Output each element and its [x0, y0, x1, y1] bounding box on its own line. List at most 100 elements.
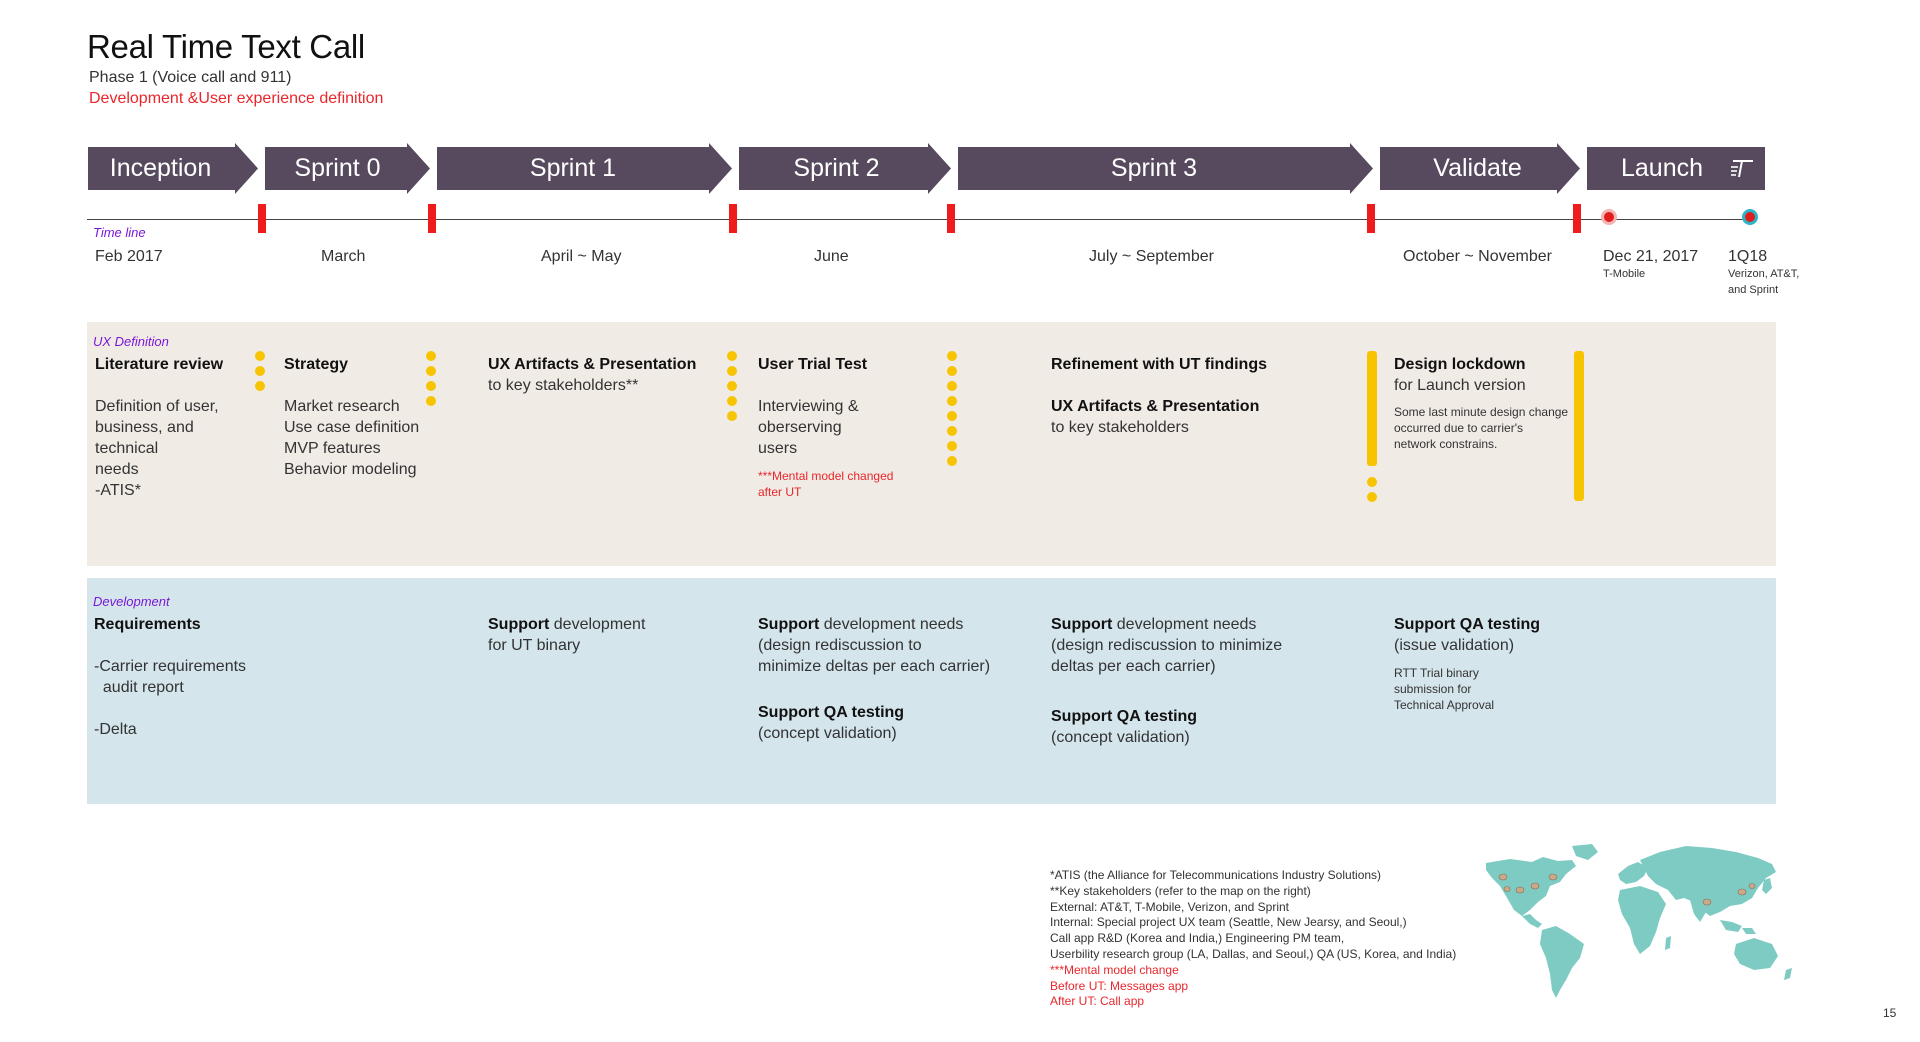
- date-1q18-sub2: and Sprint: [1728, 284, 1779, 296]
- launch-icon: [1729, 156, 1755, 180]
- cell-line: oberserving: [758, 419, 842, 436]
- cell-small-line: occurred due to carrier's: [1394, 421, 1524, 435]
- cell-heading: UX Artifacts & Presentation: [488, 356, 697, 373]
- date-1q18-sub1: Verizon, AT&T,: [1728, 268, 1800, 280]
- footnote-line: *ATIS (the Alliance for Telecommunicatio…: [1050, 868, 1382, 882]
- timeline-tick: [428, 204, 436, 233]
- cell-line: Behavior modeling: [284, 461, 417, 478]
- milestone-1q18: [1742, 209, 1758, 225]
- cell-heading: Refinement with UT findings: [1051, 356, 1267, 373]
- cell-line: (design rediscussion to minimize: [1051, 637, 1283, 654]
- support-bold: Support: [488, 616, 550, 633]
- timeline-tick: [729, 204, 737, 233]
- date-april-may: April ~ May: [541, 248, 622, 265]
- footnote-line-red: Before UT: Messages app: [1050, 978, 1189, 993]
- cell-line: for Launch version: [1394, 377, 1526, 394]
- divider-dots: [727, 351, 737, 426]
- cell-heading: Support QA testing: [758, 704, 905, 721]
- page-number: 15: [1883, 1006, 1897, 1020]
- support-bold: Support: [758, 616, 820, 633]
- phase-label: Sprint 3: [1110, 154, 1198, 182]
- ux-definition-panel: [87, 322, 1776, 566]
- cell-line: deltas per each carrier): [1051, 658, 1216, 675]
- cell-line: (issue validation): [1394, 637, 1515, 654]
- timeline-tick: [1573, 204, 1581, 233]
- cell-line: development: [549, 616, 646, 633]
- cell-line: audit report: [94, 679, 184, 696]
- cell-line: -ATIS*: [95, 482, 141, 499]
- phase-label: Sprint 1: [529, 154, 617, 182]
- development-panel: [87, 578, 1776, 804]
- cell-line: development needs: [819, 616, 964, 633]
- divider-dots: [1367, 477, 1377, 507]
- date-dec-21-2017: Dec 21, 2017: [1603, 248, 1699, 265]
- cell-line: to key stakeholders**: [488, 377, 639, 394]
- ux-definition-label: UX Definition: [93, 334, 169, 349]
- world-map: [1480, 840, 1800, 1025]
- cell-line: MVP features: [284, 440, 381, 457]
- footnote-line-red: After UT: Call app: [1050, 994, 1145, 1009]
- cell-line: Definition of user,: [95, 398, 219, 415]
- page-subtitle: Phase 1 (Voice call and 911): [89, 69, 292, 86]
- milestone-dec-2017: [1601, 209, 1617, 225]
- timeline-axis: [87, 219, 1743, 220]
- cell-line: -Delta: [94, 721, 137, 738]
- cell-heading: User Trial Test: [758, 356, 868, 373]
- footnote-line: Call app R&D (Korea and India,) Engineer…: [1050, 931, 1345, 946]
- phase-label: Validate: [1433, 154, 1522, 182]
- cell-line: (concept validation): [1051, 729, 1190, 746]
- cell-line: technical: [95, 440, 159, 457]
- divider-dots: [947, 351, 957, 471]
- phase-label: Launch: [1620, 154, 1704, 182]
- ux-refinement: Refinement with UT findings UX Artifacts…: [1051, 354, 1351, 438]
- dev-support-sprint3: Support development needs (design redisc…: [1051, 614, 1351, 748]
- ux-strategy: Strategy Market research Use case defini…: [284, 354, 454, 480]
- phase-sprint-0: Sprint 0: [265, 143, 430, 194]
- cell-line: needs: [95, 461, 139, 478]
- cell-heading: Literature review: [95, 356, 224, 373]
- date-july-september: July ~ September: [1089, 248, 1214, 265]
- cell-line: development needs: [1112, 616, 1257, 633]
- ux-user-trial-test: User Trial Test Interviewing & oberservi…: [758, 354, 938, 500]
- phase-sprint-3: Sprint 3: [958, 143, 1373, 194]
- phase-launch: Launch: [1587, 143, 1765, 194]
- cell-line: for UT binary: [488, 637, 581, 654]
- dev-support-ut-binary: Support development for UT binary: [488, 614, 708, 656]
- phase-inception: Inception: [88, 143, 258, 194]
- cell-line: -Carrier requirements: [94, 658, 247, 675]
- date-march: March: [321, 248, 366, 265]
- date-october-november: October ~ November: [1403, 248, 1552, 265]
- mental-model-note: after UT: [758, 485, 802, 499]
- cell-line: (concept validation): [758, 725, 897, 742]
- dev-support-sprint2: Support development needs (design redisc…: [758, 614, 1038, 744]
- footnotes: *ATIS (the Alliance for Telecommunicatio…: [1050, 868, 1456, 1010]
- footnote-line: External: AT&T, T-Mobile, Verizon, and S…: [1050, 899, 1290, 914]
- divider-dots: [255, 351, 265, 396]
- ux-artifacts-presentation: UX Artifacts & Presentation to key stake…: [488, 354, 718, 396]
- cell-line: users: [758, 440, 798, 457]
- divider-bar: [1367, 351, 1377, 466]
- phase-label: Sprint 2: [793, 154, 880, 182]
- cell-small-line: network constrains.: [1394, 437, 1498, 451]
- cell-line: Market research: [284, 398, 400, 415]
- mental-model-note: ***Mental model changed: [758, 469, 894, 483]
- ux-design-lockdown: Design lockdown for Launch version Some …: [1394, 354, 1584, 452]
- date-dec-sub: T-Mobile: [1603, 268, 1646, 280]
- cell-line: business, and: [95, 419, 194, 436]
- divider-dots: [426, 351, 436, 411]
- cell-small-line: RTT Trial binary: [1394, 666, 1479, 680]
- cell-heading: Design lockdown: [1394, 356, 1526, 373]
- phase-label: Inception: [109, 154, 212, 182]
- footnote-line: Userbility research group (LA, Dallas, a…: [1050, 946, 1457, 961]
- date-1q18: 1Q18: [1728, 248, 1768, 265]
- date-feb-2017: Feb 2017: [95, 248, 163, 265]
- support-bold: Support: [1051, 616, 1113, 633]
- phase-validate: Validate: [1380, 143, 1580, 194]
- phase-label: Sprint 0: [294, 154, 381, 182]
- cell-line: minimize deltas per each carrier): [758, 658, 991, 675]
- development-label: Development: [93, 594, 170, 609]
- cell-heading: Requirements: [94, 616, 201, 633]
- cell-line: Interviewing &: [758, 398, 859, 415]
- cell-heading: UX Artifacts & Presentation: [1051, 398, 1260, 415]
- divider-bar: [1574, 351, 1584, 501]
